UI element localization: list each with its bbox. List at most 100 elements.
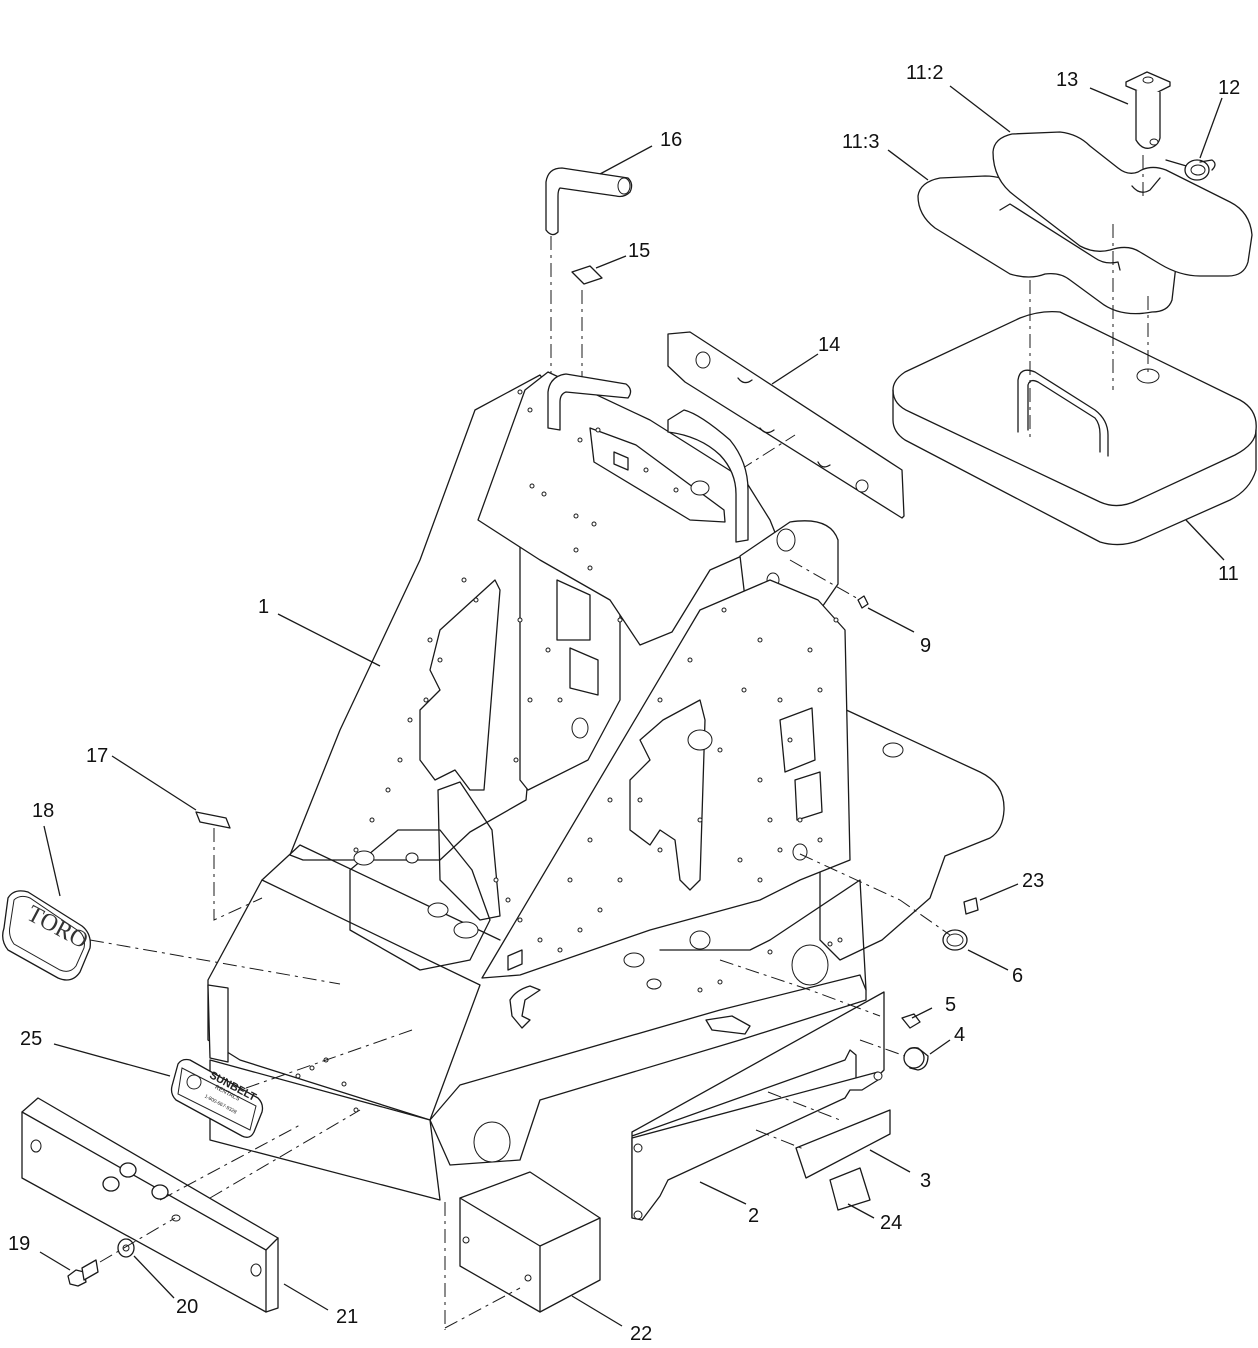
frame-hole [737,857,743,863]
decal3-axis-line [767,1091,841,1121]
frame-hole [717,747,723,753]
sunbelt-decal: SUNBELT RENTALS 1-800-667-9328 [170,1058,264,1138]
bolt-19 [67,1259,99,1287]
callout-25: 25 [20,1028,42,1050]
frame-hole [407,717,413,723]
frame-hole [721,607,727,613]
tow-handle [545,167,633,236]
frame-hole [827,941,833,947]
frame-hole [461,577,467,583]
frame-hole [697,987,703,993]
frame-hole [617,617,623,623]
frame-hole [595,427,601,433]
callout-20: 20 [176,1296,198,1318]
hitch-pin-clip [1165,159,1216,181]
leader-lines [39,85,1225,1327]
frame-hole [295,1073,301,1079]
frame-hole [545,647,551,653]
callout-1: 1 [258,596,269,618]
callout-16: 16 [660,129,682,151]
weight-axis-line [209,1109,361,1199]
callout-11-3: 11:3 [842,131,879,153]
frame-hole [757,637,763,643]
weight-pin [1125,71,1171,149]
frame-hole [541,491,547,497]
callout-labels: 1 2 3 4 5 6 9 11 11:2 11:3 12 13 14 15 1… [8,62,1240,1345]
washer-20 [117,1238,135,1258]
frame-hole [697,817,703,823]
frame-hole [537,937,543,943]
frame-hole [757,777,763,783]
cap-4 [903,1047,929,1071]
frame-hole [437,657,443,663]
callout-3: 3 [920,1170,931,1192]
frame-hole [353,847,359,853]
frame-hole [837,937,843,943]
shield-axis-line [739,434,796,471]
frame-hole [587,565,593,571]
callout-9: 9 [920,635,931,657]
callout-19: 19 [8,1233,30,1255]
frame-hole [673,487,679,493]
callout-22: 22 [630,1323,652,1345]
frame-hole [309,1065,315,1071]
frame-holes [295,389,843,1113]
clip9-axis-line [789,559,861,601]
frame-hole [423,697,429,703]
frame-hole [817,687,823,693]
frame-hole [517,617,523,623]
frame-hole [369,817,375,823]
frame-hole [777,847,783,853]
clip-9 [857,595,869,609]
frame-hole [757,877,763,883]
frame-hole [597,907,603,913]
frame-hole [643,467,649,473]
frame-hole [577,437,583,443]
frame-hole [527,407,533,413]
callout-2: 2 [748,1205,759,1227]
decal-24 [829,1167,871,1211]
frame-hole [717,979,723,985]
toro-decal: TORO [2,890,92,981]
frame-hole [787,737,793,743]
sunbelt-axis-line [245,1029,413,1089]
frame-hole [385,787,391,793]
frame-hole [341,1081,347,1087]
side-panel [631,991,885,1221]
frame-hole [557,697,563,703]
frame-hole [517,917,523,923]
frame-hole [617,877,623,883]
callout-23: 23 [1022,870,1044,892]
frame-hole [591,521,597,527]
front-cover-block [459,1171,601,1313]
frame-hole [527,697,533,703]
weight-plate-11-2 [992,131,1253,277]
frame-hole [567,877,573,883]
callout-24: 24 [880,1212,902,1234]
frame-hole [833,617,839,623]
screw5-axis-line [719,959,881,1017]
callout-21: 21 [336,1306,358,1328]
callout-6: 6 [1012,965,1023,987]
decal24-axis-line [755,1129,807,1151]
callout-5: 5 [945,994,956,1016]
plug-6 [942,929,968,951]
frame-hole [397,757,403,763]
callout-14: 14 [818,334,840,356]
frame-hole [657,847,663,853]
frame-hole [529,483,535,489]
frame-hole [797,817,803,823]
counterweight-block [892,310,1257,546]
frame-hole [817,837,823,843]
frame-hole [741,687,747,693]
frame-hole [587,837,593,843]
callout-13: 13 [1056,69,1078,91]
callout-4: 4 [954,1024,965,1046]
frame-hole [517,389,523,395]
callout-11-2: 11:2 [906,62,943,84]
callout-17: 17 [86,745,108,767]
frame-hole [807,647,813,653]
frame-hole [573,513,579,519]
